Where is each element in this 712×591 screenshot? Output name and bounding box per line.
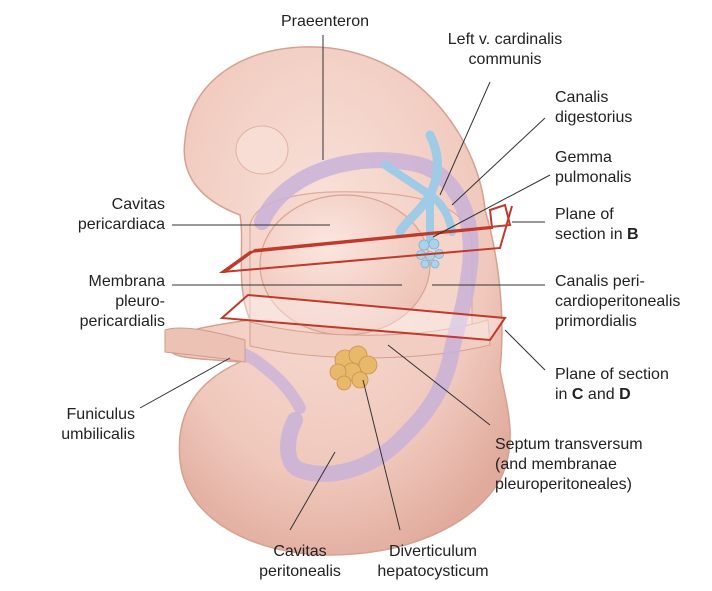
label-line: peritonealis — [245, 562, 355, 582]
label-line: section in B — [555, 225, 639, 245]
label-line: primordialis — [555, 312, 680, 332]
label-fragment: and — [583, 386, 619, 403]
label-fragment: in — [555, 386, 572, 403]
label-membrana-pleuropericardialis: Membrana pleuro- pericardialis — [40, 272, 165, 332]
label-canalis-digestorius: Canalis digestorius — [555, 88, 632, 128]
label-text: Praeenteron — [281, 13, 369, 30]
label-line: digestorius — [555, 108, 632, 128]
label-plane-b: Plane of section in B — [555, 205, 639, 245]
label-cavitas-pericardiaca: Cavitas pericardiaca — [40, 195, 165, 235]
label-fragment: section in — [555, 226, 627, 243]
label-bold: B — [627, 226, 639, 243]
label-line: pleuro- — [40, 292, 165, 312]
label-line: umbilicalis — [20, 425, 135, 445]
label-line: (and membranae — [495, 455, 643, 475]
label-praeenteron: Praeenteron — [265, 12, 385, 32]
label-line: pleuroperitoneales) — [495, 475, 643, 495]
label-canalis-pericardioperitonealis: Canalis peri- cardioperitonealis primord… — [555, 272, 680, 332]
label-line: Plane of — [555, 205, 639, 225]
label-line: pericardiaca — [40, 215, 165, 235]
label-septum-transversum: Septum transversum (and membranae pleuro… — [495, 435, 643, 495]
label-bold: D — [619, 386, 631, 403]
label-line: Funiculus — [20, 405, 135, 425]
label-line: Diverticulum — [368, 542, 498, 562]
label-line: Membrana — [40, 272, 165, 292]
label-line: Cavitas — [40, 195, 165, 215]
label-funiculus-umbilicalis: Funiculus umbilicalis — [20, 405, 135, 445]
label-line: Septum transversum — [495, 435, 643, 455]
label-line: in C and D — [555, 385, 669, 405]
label-line: Plane of section — [555, 365, 669, 385]
label-line: Cavitas — [245, 542, 355, 562]
label-line: cardioperitonealis — [555, 292, 680, 312]
label-line: pericardialis — [40, 312, 165, 332]
label-line: Canalis — [555, 88, 632, 108]
label-line: Canalis peri- — [555, 272, 680, 292]
label-plane-cd: Plane of section in C and D — [555, 365, 669, 405]
label-gemma-pulmonalis: Gemma pulmonalis — [555, 148, 631, 188]
label-line: pulmonalis — [555, 168, 631, 188]
label-bold: C — [572, 386, 584, 403]
head-bulge — [236, 126, 288, 174]
label-left-cardinal-vein: Left v. cardinalis communis — [430, 30, 580, 70]
label-line: communis — [430, 50, 580, 70]
label-line: Left v. cardinalis — [430, 30, 580, 50]
label-diverticulum-hepatocysticum: Diverticulum hepatocysticum — [368, 542, 498, 582]
label-line: hepatocysticum — [368, 562, 498, 582]
label-cavitas-peritonealis: Cavitas peritonealis — [245, 542, 355, 582]
label-line: Gemma — [555, 148, 631, 168]
